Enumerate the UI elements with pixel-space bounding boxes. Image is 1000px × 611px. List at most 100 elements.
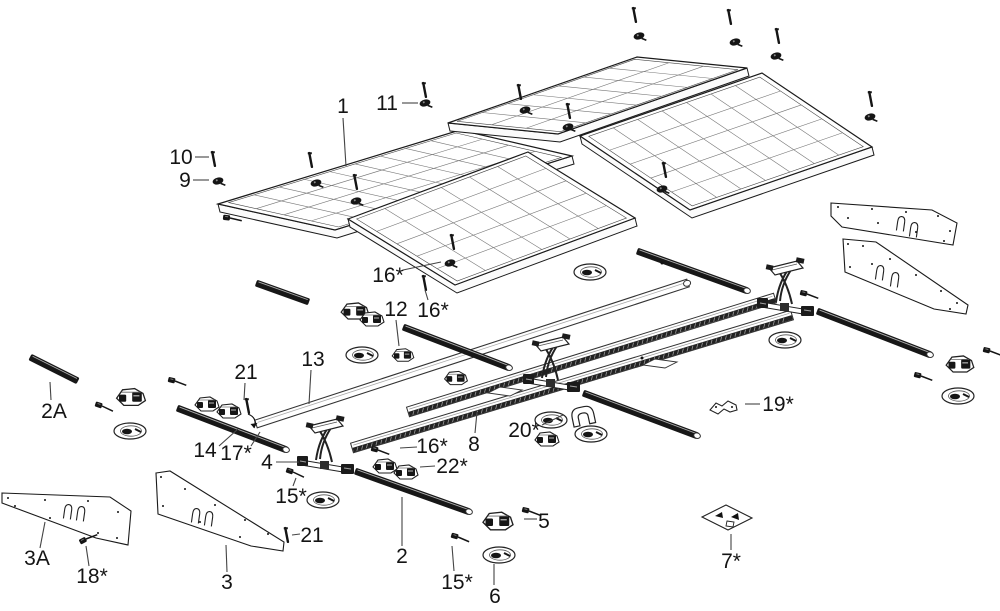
panel-grid xyxy=(609,85,843,198)
bolt-head xyxy=(562,123,576,132)
panels-layer xyxy=(215,56,875,294)
rotate-arrow xyxy=(247,413,258,429)
clamp-fitting xyxy=(443,370,469,386)
panel-top-face xyxy=(447,56,748,135)
part-label-14-text: 14 xyxy=(193,439,217,462)
rivet-dot xyxy=(660,261,664,265)
bolt-head xyxy=(864,113,878,122)
grid-panel-3 xyxy=(346,151,638,294)
oval-foot-washer xyxy=(941,387,975,405)
rivet-dot xyxy=(640,356,644,360)
part-label-1-text: 1 xyxy=(337,95,349,118)
part-label-12-text: 12 xyxy=(384,298,407,321)
part-label-2a-text: 2A xyxy=(41,400,67,423)
bolt-head xyxy=(444,259,458,268)
oval-foot-washer xyxy=(306,491,340,509)
part-label-15-star-b: 15* xyxy=(441,545,473,594)
screw xyxy=(94,401,114,412)
leader-line xyxy=(292,477,297,487)
part-label-1: 1 xyxy=(337,95,349,167)
oval-foot-washer xyxy=(345,346,379,364)
grid-panel-2 xyxy=(447,56,750,143)
part-label-13-text: 13 xyxy=(301,348,324,371)
part-label-5-text: 5 xyxy=(538,510,550,533)
part-label-22-star-text: 22* xyxy=(436,455,468,478)
leader-line xyxy=(541,414,564,426)
oval-foot-washer xyxy=(573,263,607,281)
screw-pin xyxy=(244,397,251,415)
part-label-3a-text: 3A xyxy=(24,547,50,570)
bracket-slot xyxy=(889,271,900,288)
part-label-10: 10 xyxy=(169,146,209,169)
leader-line xyxy=(451,545,455,572)
leader-line xyxy=(39,521,46,549)
bolt-head xyxy=(310,179,324,188)
crossbar-rail xyxy=(176,405,290,453)
clamp-fitting xyxy=(216,403,242,419)
part-label-7-star-text: 7* xyxy=(721,550,741,573)
part-label-15-star-b-text: 15* xyxy=(441,571,473,594)
part-label-22-star: 22* xyxy=(419,455,468,478)
screw xyxy=(913,372,933,382)
leader-line xyxy=(291,533,301,536)
clamp-fitting xyxy=(945,355,975,373)
part-label-20-star-text: 20* xyxy=(508,419,540,442)
rails-layer xyxy=(28,248,934,515)
z-bracket xyxy=(709,400,738,415)
part-label-21: 21 xyxy=(234,361,258,401)
bolt-head xyxy=(350,197,364,206)
leader-line xyxy=(342,117,347,167)
oval-foot-washer xyxy=(534,411,568,429)
part-label-19-star: 19* xyxy=(745,393,794,416)
pedestal-stand xyxy=(297,415,354,474)
oval-foot-washer xyxy=(113,422,147,440)
wedges-layer xyxy=(1,202,969,552)
bracket-slot xyxy=(895,215,906,232)
part-label-3a: 3A xyxy=(24,521,50,570)
leader-line xyxy=(250,431,261,447)
wedge-bracket-3 xyxy=(155,470,285,552)
bracket-slot xyxy=(190,507,201,524)
leader-line xyxy=(424,289,429,301)
leader-line xyxy=(395,319,400,347)
bracket-slot xyxy=(908,221,919,238)
bolt-head xyxy=(212,177,226,186)
bracket-slot xyxy=(75,505,86,522)
part-label-18-star: 18* xyxy=(76,545,108,588)
screw-pin xyxy=(210,150,217,168)
bolt-head xyxy=(770,52,784,61)
part-label-17-star-text: 17* xyxy=(220,442,252,465)
part-label-16-star-b-text: 16* xyxy=(417,299,449,322)
part-label-17-star: 17* xyxy=(220,431,261,465)
panel-grid xyxy=(376,166,607,271)
leader-line xyxy=(49,381,52,401)
leader-line xyxy=(225,544,228,573)
screw-pin xyxy=(774,27,781,45)
screw-pin xyxy=(661,161,668,179)
clamp-fitting xyxy=(359,311,385,327)
part-label-14: 14 xyxy=(193,428,239,462)
clamp-fitting xyxy=(391,348,415,362)
crossbar-rail xyxy=(636,248,751,294)
screw xyxy=(521,507,541,517)
part-label-21-b: 21 xyxy=(291,524,324,547)
panel-grid xyxy=(253,138,537,222)
wedge-bracket-right-upper xyxy=(830,202,958,246)
leader-line xyxy=(402,261,442,271)
part-label-16-star-text: 16* xyxy=(372,264,404,287)
beam-slot-plate xyxy=(486,386,524,397)
leader-line xyxy=(419,465,436,468)
bolt-head xyxy=(656,185,670,194)
wedge-bracket-3a xyxy=(1,492,132,546)
part-label-19-star-text: 19* xyxy=(762,393,794,416)
crossbar-rail xyxy=(354,468,473,515)
screw-pin xyxy=(307,151,314,169)
oval-foot-washer xyxy=(482,546,516,564)
screw-pin xyxy=(565,102,572,120)
screw-pin xyxy=(867,90,874,108)
screw xyxy=(79,533,98,545)
part-label-9: 9 xyxy=(179,169,209,192)
panel-frame xyxy=(588,76,864,207)
